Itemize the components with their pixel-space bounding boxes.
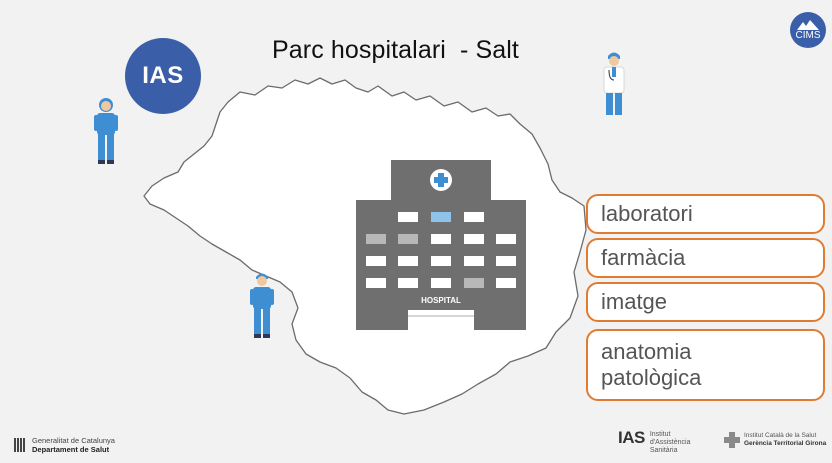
ics-line1: Institut Català de la Salut (744, 432, 817, 439)
service-label: farmàcia (601, 245, 686, 270)
nurse-figure-icon (94, 98, 118, 164)
ias-badge: IAS (125, 38, 201, 114)
service-farmacia: farmàcia (586, 238, 825, 278)
ics-line2: Gerència Territorial Girona (744, 440, 827, 447)
cims-label: CIMS (795, 29, 821, 41)
footer-ics: Institut Català de la Salut Gerència Ter… (724, 432, 826, 448)
service-label: laboratori (601, 201, 693, 226)
generalitat-logo-icon (14, 438, 25, 452)
service-anatomia-patologica: anatomia patològica (586, 329, 825, 401)
service-label: imatge (601, 289, 668, 314)
hospital-building-icon: HOSPITAL (356, 160, 526, 330)
service-label-line1: anatomia (601, 339, 692, 364)
ias-line3: Sanitària (649, 447, 678, 454)
service-laboratori: laboratori (586, 194, 825, 234)
slide-title: Parc hospitalari - Salt (272, 36, 519, 64)
ics-cross-icon (724, 432, 740, 448)
ias-line1: Institut (649, 431, 671, 438)
generalitat-line2: Departament de Salut (32, 445, 110, 454)
service-label-line2: patològica (601, 365, 702, 390)
mountain-icon (797, 19, 819, 30)
cims-badge: CIMS (790, 12, 826, 48)
ias-logo: IAS (618, 428, 645, 447)
generalitat-line1: Generalitat de Catalunya (32, 436, 115, 445)
footer-generalitat: Generalitat de Catalunya Departament de … (14, 436, 115, 454)
service-imatge: imatge (586, 282, 825, 322)
staff-figure-icon (250, 273, 274, 338)
ias-badge-label: IAS (142, 62, 184, 89)
hospital-sign: HOSPITAL (421, 296, 461, 305)
doctor-figure-icon (603, 52, 625, 115)
ias-line2: d'Assistència (649, 439, 691, 446)
footer-ias: IAS Institut d'Assistència Sanitària (618, 428, 690, 455)
